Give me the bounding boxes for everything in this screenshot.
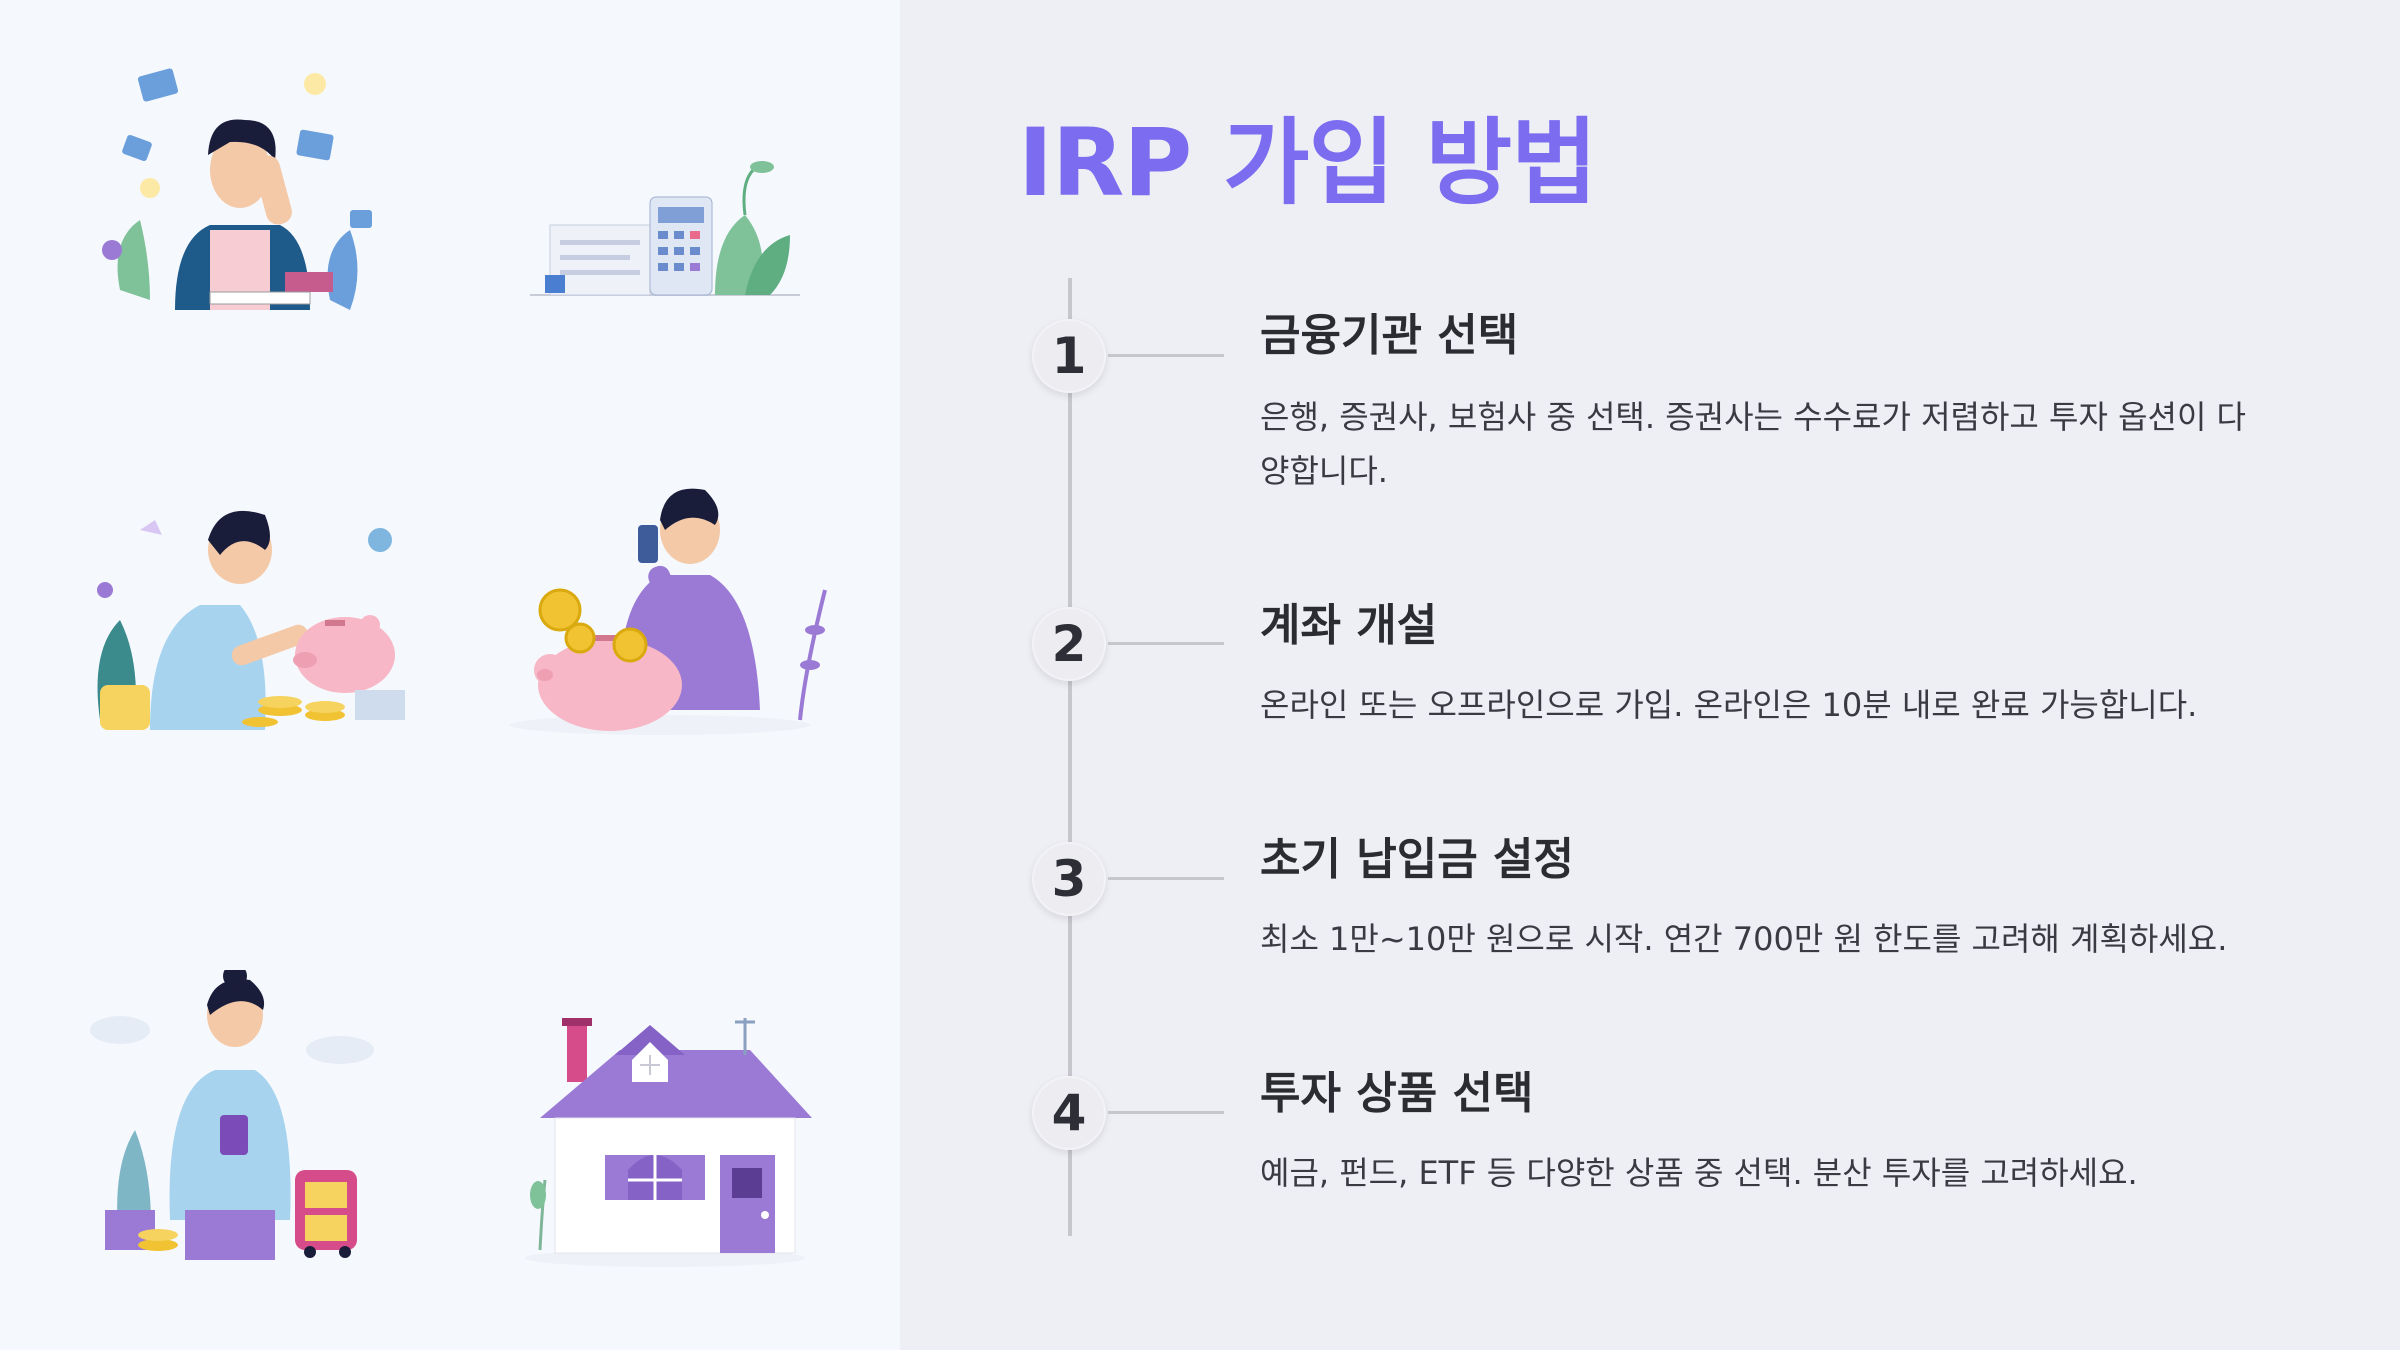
step-2-description: 온라인 또는 오프라인으로 가입. 온라인은 10분 내로 완료 가능합니다. (1260, 686, 2198, 724)
step-4-number-badge: 4 (1032, 1076, 1106, 1150)
stressed-person-illustration (102, 68, 372, 310)
step-4-connector (1108, 1111, 1224, 1114)
purple-house-illustration (525, 1018, 812, 1267)
page-title: IRP 가입 방법 (1018, 109, 1598, 218)
step-3-connector (1108, 877, 1224, 880)
step-1-connector (1108, 354, 1224, 357)
step-4-description: 예금, 펀드, ETF 등 다양한 상품 중 선택. 분산 투자를 고려하세요. (1260, 1154, 2138, 1192)
calculator-documents-illustration (530, 161, 800, 296)
step-3-title: 초기 납입금 설정 (1260, 834, 1574, 885)
step-4-title: 투자 상품 선택 (1260, 1068, 1534, 1119)
step-1-title: 금융기관 선택 (1260, 310, 1519, 361)
woman-piggy-bank-illustration (97, 510, 405, 730)
step-3-description: 최소 1만~10만 원으로 시작. 연간 700만 원 한도를 고려해 계획하세… (1260, 920, 2228, 958)
step-1-description: 은행, 증권사, 보험사 중 선택. 증권사는 수수료가 저렴하고 투자 옵션이… (1260, 398, 2246, 490)
timeline-line (1068, 278, 1072, 1236)
step-2-connector (1108, 642, 1224, 645)
content-panel (900, 0, 2400, 1350)
step-2-number-badge: 2 (1032, 607, 1106, 681)
woman-phone-savings-illustration (90, 970, 374, 1260)
step-3-number-badge: 3 (1032, 842, 1106, 916)
illustration-panel (0, 0, 900, 1350)
man-phone-piggy-bank-illustration (510, 488, 827, 735)
step-1-number-badge: 1 (1032, 319, 1106, 393)
step-2-title: 계좌 개설 (1260, 600, 1438, 651)
